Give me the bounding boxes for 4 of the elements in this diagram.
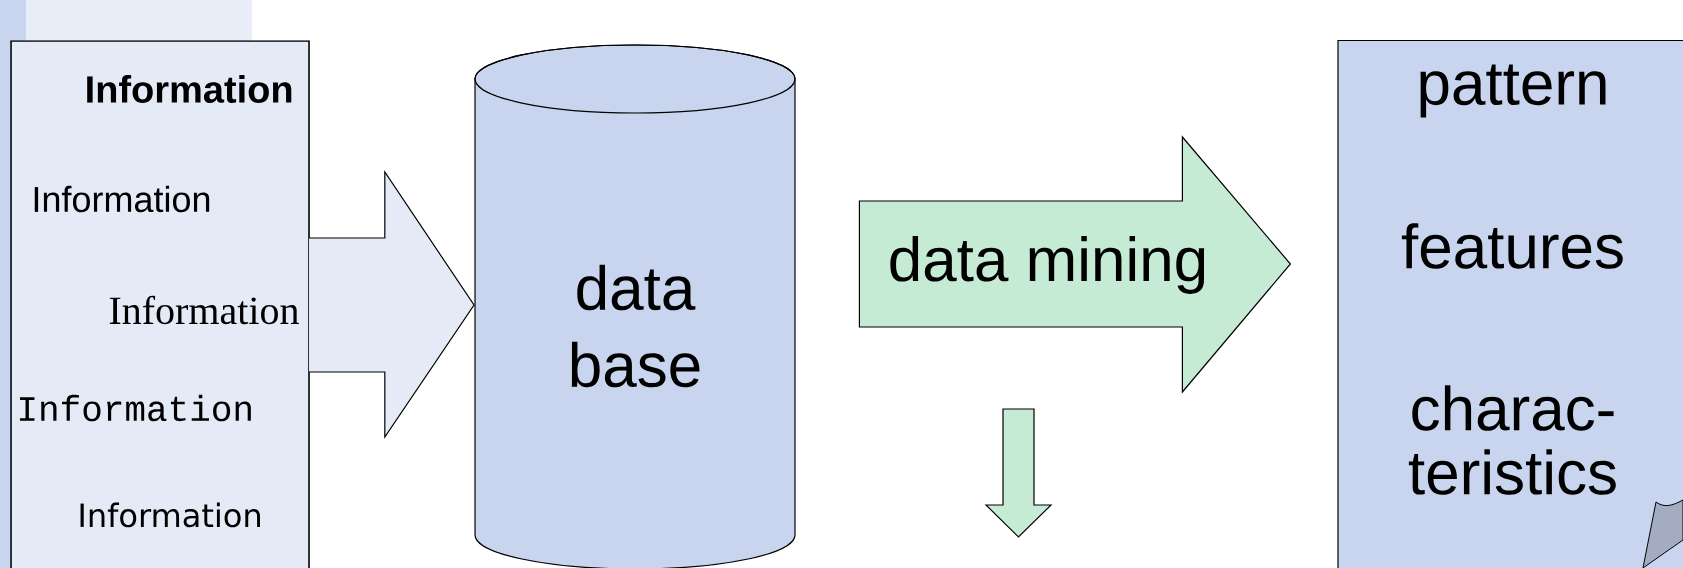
- database-cylinder: data base: [474, 44, 796, 568]
- information-box: Information Information Information Information Information: [10, 40, 310, 568]
- edge-label: data mining: [885, 234, 1211, 296]
- block-arrow: [308, 170, 475, 439]
